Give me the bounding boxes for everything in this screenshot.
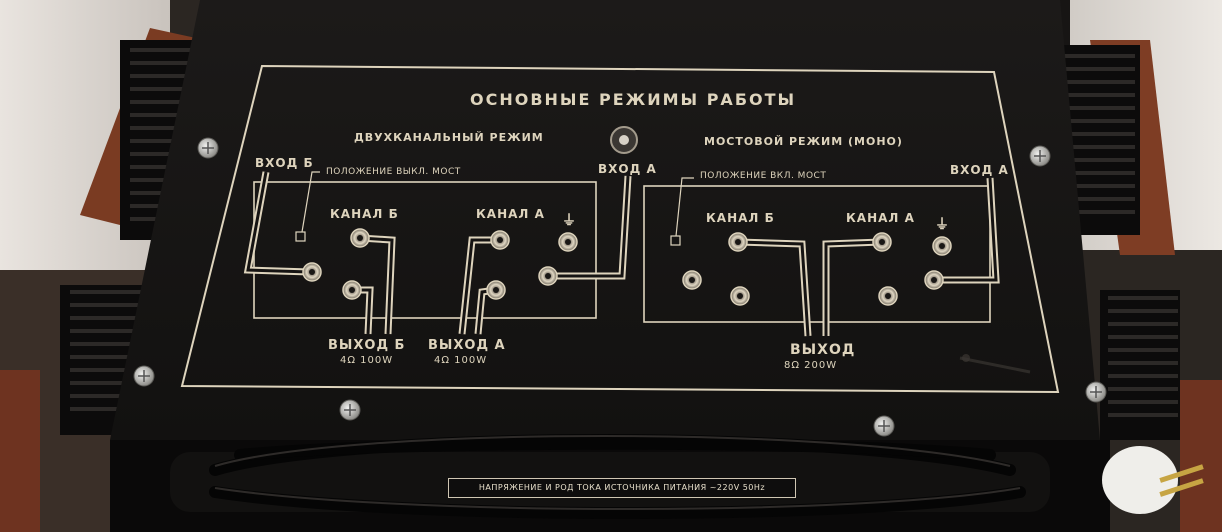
input-a-label: ВХОД А — [598, 162, 657, 176]
front-panel — [110, 0, 1100, 440]
output-a-spec: 4Ω 100W — [434, 355, 488, 366]
bridge-switch-on-marker — [670, 235, 681, 246]
dual-channel-mode-title: ДВУХКАНАЛЬНЫЙ РЕЖИМ — [354, 131, 544, 144]
bridge-ground-icon: ⏚ — [935, 217, 950, 233]
silkscreen-frame — [180, 64, 1060, 394]
output-b-spec: 4Ω 100W — [340, 355, 394, 366]
channel-b-label: КАНАЛ Б — [330, 207, 399, 221]
bridge-output-label: ВЫХОД — [790, 342, 856, 358]
ground-icon: ⏚ — [562, 213, 577, 229]
bridge-switch-off-marker — [295, 231, 306, 242]
bridge-mode-title: МОСТОВОЙ РЕЖИМ (МОНО) — [704, 135, 903, 148]
bridge-output-spec: 8Ω 200W — [784, 360, 838, 371]
right-mode-box — [643, 185, 991, 323]
input-b-label: ВХОД Б — [255, 156, 314, 170]
power-rating-plate: НАПРЯЖЕНИЕ И РОД ТОКА ИСТОЧНИКА ПИТАНИЯ … — [448, 478, 796, 498]
bridge-channel-b-label: КАНАЛ Б — [706, 211, 775, 225]
switch-on-note: ПОЛОЖЕНИЕ ВКЛ. МОСТ — [700, 171, 827, 181]
bridge-input-a-label: ВХОД А — [950, 163, 1009, 177]
switch-off-note: ПОЛОЖЕНИЕ ВЫКЛ. МОСТ — [326, 167, 461, 177]
power-plug — [1102, 446, 1178, 514]
bridge-channel-a-label: КАНАЛ А — [846, 211, 915, 225]
output-a-label: ВЫХОД А — [428, 338, 506, 353]
channel-a-label: КАНАЛ А — [476, 207, 545, 221]
output-b-label: ВЫХОД Б — [328, 338, 406, 353]
main-title: ОСНОВНЫЕ РЕЖИМЫ РАБОТЫ — [470, 90, 797, 109]
